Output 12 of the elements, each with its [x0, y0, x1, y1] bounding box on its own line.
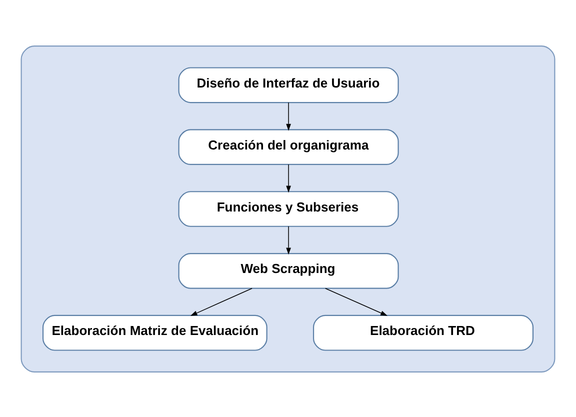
arrow: [324, 287, 388, 316]
node-box: Web Scrapping: [178, 252, 399, 288]
arrow: [286, 164, 291, 192]
arrow: [286, 102, 291, 130]
cluster: [20, 45, 556, 372]
node-box: Creación del organigrama: [178, 128, 399, 164]
node-box: Elaboración Matriz de Evaluación: [42, 314, 268, 350]
node-box: Diseño de Interfaz de Usuario: [178, 66, 399, 103]
arrow: [190, 287, 252, 316]
node-box: Elaboración TRD: [312, 314, 534, 350]
arrow: [286, 226, 291, 254]
node-box: Funciones y Subseries: [178, 190, 399, 226]
